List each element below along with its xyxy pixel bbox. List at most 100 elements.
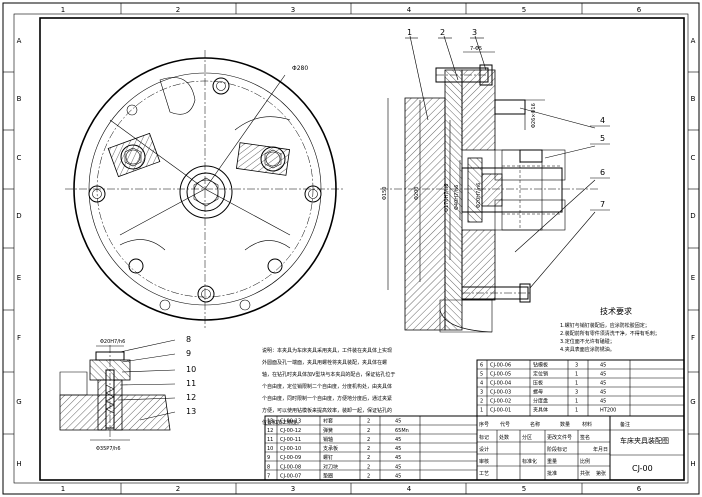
zone-row-left: E bbox=[17, 274, 21, 282]
zone-col-top: 6 bbox=[637, 6, 642, 14]
callout-label: 6 bbox=[600, 168, 605, 177]
bom-cell-mat: 45 bbox=[395, 455, 401, 461]
callout-label: 2 bbox=[440, 28, 445, 37]
section-view: 7-Φ5 Φ26×Φ16 Φ150 Φ200 Φ170H7/h6 Φ40H7/h… bbox=[380, 28, 610, 333]
role-label: 设计 bbox=[479, 446, 489, 453]
bom-cell-qty: 3 bbox=[575, 363, 578, 369]
title-block: 序号 代号 名称 数量 材料 备注 标记 处数 分区 更改文件号 签名 年月日 … bbox=[476, 415, 685, 481]
bom-cell-code: CJ-00-11 bbox=[280, 437, 301, 443]
bom-cell-code: CJ-00-05 bbox=[490, 372, 511, 378]
bom-cell-qty: 1 bbox=[575, 408, 578, 414]
title-header: 材料 bbox=[582, 421, 592, 428]
bom-cell-mat: 45 bbox=[600, 363, 606, 369]
callout-label: 9 bbox=[186, 349, 191, 358]
drawing-code: CJ-00 bbox=[632, 464, 653, 473]
role-label: 审核 bbox=[479, 458, 489, 465]
rev-col: 签名 bbox=[580, 434, 590, 441]
callout-label: 4 bbox=[600, 116, 605, 125]
bom-cell-qty: 2 bbox=[367, 428, 370, 434]
bom-cell-code: CJ-00-08 bbox=[280, 464, 301, 470]
bom-cell-name: 分度盘 bbox=[533, 398, 548, 405]
callout-label: 11 bbox=[186, 379, 196, 388]
detail-view: Φ20H7/h6 Φ35P7/h6 8 9 10 11 12 13 bbox=[59, 335, 196, 452]
drawing-name: 车床夹具装配图 bbox=[620, 436, 669, 445]
rev-col: 处数 bbox=[499, 434, 509, 441]
tb-label: 重量 bbox=[547, 458, 557, 465]
bom-cell-mat: 45 bbox=[600, 399, 606, 405]
zone-row-right: G bbox=[690, 398, 695, 406]
bom-cell-no: 9 bbox=[267, 455, 270, 461]
section-dim-v: Φ40H7/h6 bbox=[454, 185, 460, 210]
zone-row-right: B bbox=[691, 95, 696, 103]
note-line: 个自由度，同时限制一个自由度，方便地分度后，通过夹紧 bbox=[262, 395, 392, 402]
bom-cell-no: 2 bbox=[480, 399, 483, 405]
bom-cell-no: 10 bbox=[267, 446, 273, 452]
zone-row-left: C bbox=[17, 154, 22, 162]
bom-cell-name: 销轴 bbox=[323, 436, 333, 443]
title-header: 代号 bbox=[500, 421, 510, 428]
bom-cell-name: 定位销 bbox=[533, 371, 548, 378]
bom-cell-mat: 45 bbox=[395, 419, 401, 425]
zone-row-left: G bbox=[16, 398, 21, 406]
title-header: 数量 bbox=[560, 421, 570, 428]
section-dim-v: Φ170H7/h6 bbox=[444, 184, 450, 212]
bom-cell-code: CJ-00-01 bbox=[490, 408, 511, 414]
bom-cell-mat: 65Mn bbox=[395, 428, 409, 434]
section-dim-right: Φ26×Φ16 bbox=[531, 103, 537, 128]
bom-cell-no: 7 bbox=[267, 473, 270, 479]
front-view: Φ280 bbox=[65, 50, 345, 330]
zone-row-left: D bbox=[16, 212, 21, 220]
rev-col: 标记 bbox=[479, 434, 489, 441]
bom-cell-code: CJ-00-02 bbox=[490, 399, 511, 405]
bom-cell-no: 1 bbox=[480, 408, 483, 414]
section-dim-v: Φ20H7/n6 bbox=[476, 183, 482, 208]
detail-callouts: 8 9 10 11 12 13 bbox=[117, 335, 196, 421]
note-line: 说明：本夹具为车床夹具采用夹具，工件装在夹具体上实现 bbox=[262, 347, 392, 354]
bom-cell-name: 对刀块 bbox=[323, 463, 338, 470]
zone-col-bottom: 2 bbox=[176, 485, 180, 493]
callout-label: 10 bbox=[186, 365, 196, 374]
bom-cell-code: CJ-00-06 bbox=[490, 363, 511, 369]
bom-cell-no: 5 bbox=[480, 372, 483, 378]
bom-cell-name: 衬套 bbox=[323, 418, 333, 425]
role-label: 批准 bbox=[547, 470, 557, 477]
callout-label: 3 bbox=[472, 28, 477, 37]
tech-req-title: 技术要求 bbox=[600, 306, 632, 316]
bom-cell-mat: HT200 bbox=[600, 408, 616, 414]
tb-label: 比例 bbox=[580, 458, 590, 465]
role-label: 工艺 bbox=[479, 471, 489, 477]
bom-cell-qty: 3 bbox=[575, 390, 578, 396]
tech-req-item: 2.装配前所有零件须清洗干净，不得有毛刺； bbox=[560, 330, 660, 337]
bom-cell-qty: 1 bbox=[575, 372, 578, 378]
detail-dim-top: Φ20H7/h6 bbox=[100, 339, 125, 345]
technical-requirements: 技术要求 1.螺钉与销钉装配后，应涂防松胶固定； 2.装配前所有零件须清洗干净，… bbox=[560, 306, 660, 353]
bom-cell-mat: 45 bbox=[395, 437, 401, 443]
zone-row-right: C bbox=[691, 154, 696, 162]
zone-row-labels: A B C D E F G H A B C D E F G H bbox=[3, 37, 699, 468]
section-callouts: 1 2 3 4 5 6 7 bbox=[405, 28, 610, 289]
bom-cell-qty: 2 bbox=[367, 437, 370, 443]
bom-cell-qty: 1 bbox=[575, 381, 578, 387]
zone-col-bottom: 5 bbox=[522, 485, 526, 493]
callout-label: 5 bbox=[600, 134, 605, 143]
bom-cell-no: 4 bbox=[480, 381, 483, 387]
bom-cell-no: 6 bbox=[480, 363, 483, 369]
zone-row-right: H bbox=[690, 460, 695, 468]
bom-cell-name: 螺钉 bbox=[323, 454, 333, 461]
section-dim-v: Φ200 bbox=[414, 187, 420, 200]
bom-cell-no: 3 bbox=[480, 390, 483, 396]
callout-label: 7 bbox=[600, 200, 605, 209]
bom-cell-code: CJ-00-13 bbox=[280, 419, 301, 425]
zone-col-top: 5 bbox=[522, 6, 526, 14]
assembly-notes: 说明：本夹具为车床夹具采用夹具，工件装在夹具体上实现 外圆面及孔一端面，夹具用螺… bbox=[262, 347, 395, 426]
bom-cell-mat: 45 bbox=[395, 446, 401, 452]
tb-label: 第张 bbox=[596, 470, 606, 477]
bom-cell-no: 11 bbox=[267, 437, 273, 443]
zone-col-top: 4 bbox=[407, 6, 412, 14]
bom-cell-code: CJ-00-10 bbox=[280, 446, 301, 452]
bom-cell-code: CJ-00-12 bbox=[280, 428, 301, 434]
clamp-left bbox=[107, 132, 161, 178]
section-dim-v: Φ150 bbox=[382, 187, 388, 200]
